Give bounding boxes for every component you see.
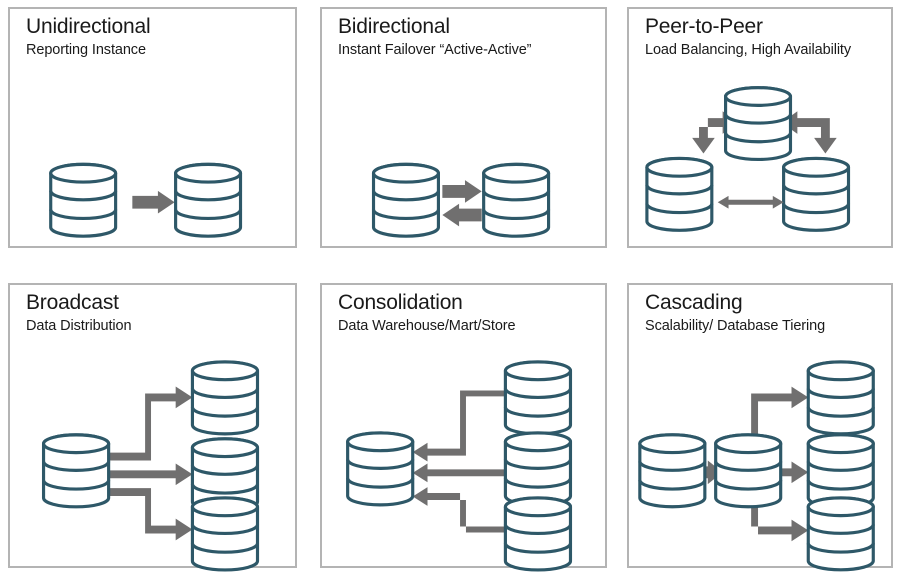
panel-figure-broadcast bbox=[41, 360, 260, 572]
database-cylinder-source-top bbox=[503, 360, 573, 436]
panel-cascading: Cascading Scalability/ Database Tiering bbox=[627, 283, 893, 572]
arrow-source-to-target-middle bbox=[108, 463, 193, 486]
database-cylinder-right bbox=[482, 162, 551, 238]
panel-title: Peer-to-Peer bbox=[645, 15, 763, 38]
arrow-relay-to-target-top bbox=[751, 386, 809, 453]
panel-title: Unidirectional bbox=[26, 15, 151, 38]
database-cylinder-left bbox=[371, 162, 440, 238]
arrow-relay-to-target-middle bbox=[776, 461, 809, 484]
panel-figure-peer-to-peer bbox=[645, 86, 851, 232]
panel-unidirectional: Unidirectional Reporting Instance bbox=[8, 7, 297, 248]
database-cylinder-source-bottom bbox=[503, 496, 573, 572]
arrow-peer-right-elbow bbox=[781, 111, 837, 154]
panel-title: Cascading bbox=[645, 291, 743, 314]
panel-subtitle: Data Warehouse/Mart/Store bbox=[338, 318, 516, 334]
panel-figure-unidirectional bbox=[49, 162, 243, 238]
panel-subtitle: Scalability/ Database Tiering bbox=[645, 318, 826, 334]
database-cylinder-source bbox=[49, 162, 118, 238]
database-cylinder-source bbox=[638, 433, 707, 509]
database-cylinder-target bbox=[346, 431, 415, 507]
panel-figure-bidirectional bbox=[371, 162, 551, 238]
panel-peer-to-peer: Peer-to-Peer Load Balancing, High Availa… bbox=[627, 7, 893, 248]
panel-title: Bidirectional bbox=[338, 15, 450, 38]
database-cylinder-relay bbox=[714, 433, 783, 509]
arrow-source-to-target-bottom bbox=[108, 488, 193, 541]
arrow-left-to-right bbox=[442, 180, 482, 203]
database-cylinder-source bbox=[41, 433, 111, 509]
database-cylinder-bottom-right bbox=[782, 156, 851, 232]
panel-figure-consolidation bbox=[346, 360, 573, 572]
database-cylinder-top bbox=[724, 86, 793, 162]
panel-subtitle: Load Balancing, High Availability bbox=[645, 42, 852, 58]
panel-broadcast: Broadcast Data Distribution bbox=[8, 283, 297, 572]
arrow-source-to-target-top bbox=[108, 386, 193, 461]
database-cylinder-target-bottom bbox=[806, 496, 875, 572]
panel-subtitle: Reporting Instance bbox=[26, 42, 146, 58]
database-cylinder-bottom-left bbox=[645, 156, 714, 232]
arrow-relay-to-target-bottom bbox=[751, 482, 809, 542]
panel-title: Broadcast bbox=[26, 291, 119, 314]
database-cylinder-target bbox=[174, 162, 243, 238]
panel-consolidation: Consolidation Data Warehouse/Mart/Store bbox=[320, 283, 607, 572]
arrow-top-to-target bbox=[412, 390, 506, 462]
database-cylinder-target-top bbox=[190, 360, 260, 436]
database-cylinder-target-middle bbox=[806, 433, 875, 509]
panel-subtitle: Data Distribution bbox=[26, 318, 132, 334]
panel-subtitle: Instant Failover “Active-Active” bbox=[338, 42, 532, 58]
arrow-source-to-target bbox=[132, 190, 175, 214]
panel-bidirectional: Bidirectional Instant Failover “Active-A… bbox=[320, 7, 607, 248]
panel-figure-cascading bbox=[638, 360, 875, 572]
arrow-bottom-to-target bbox=[412, 487, 506, 533]
arrow-middle-to-target bbox=[412, 463, 506, 483]
database-cylinder-target-top bbox=[806, 360, 875, 436]
panel-title: Consolidation bbox=[338, 291, 463, 314]
database-cylinder-source-middle bbox=[503, 431, 573, 507]
database-cylinder-target-bottom bbox=[190, 496, 260, 572]
arrow-right-to-left bbox=[442, 203, 482, 227]
arrow-peer-bottom-double bbox=[717, 195, 784, 209]
